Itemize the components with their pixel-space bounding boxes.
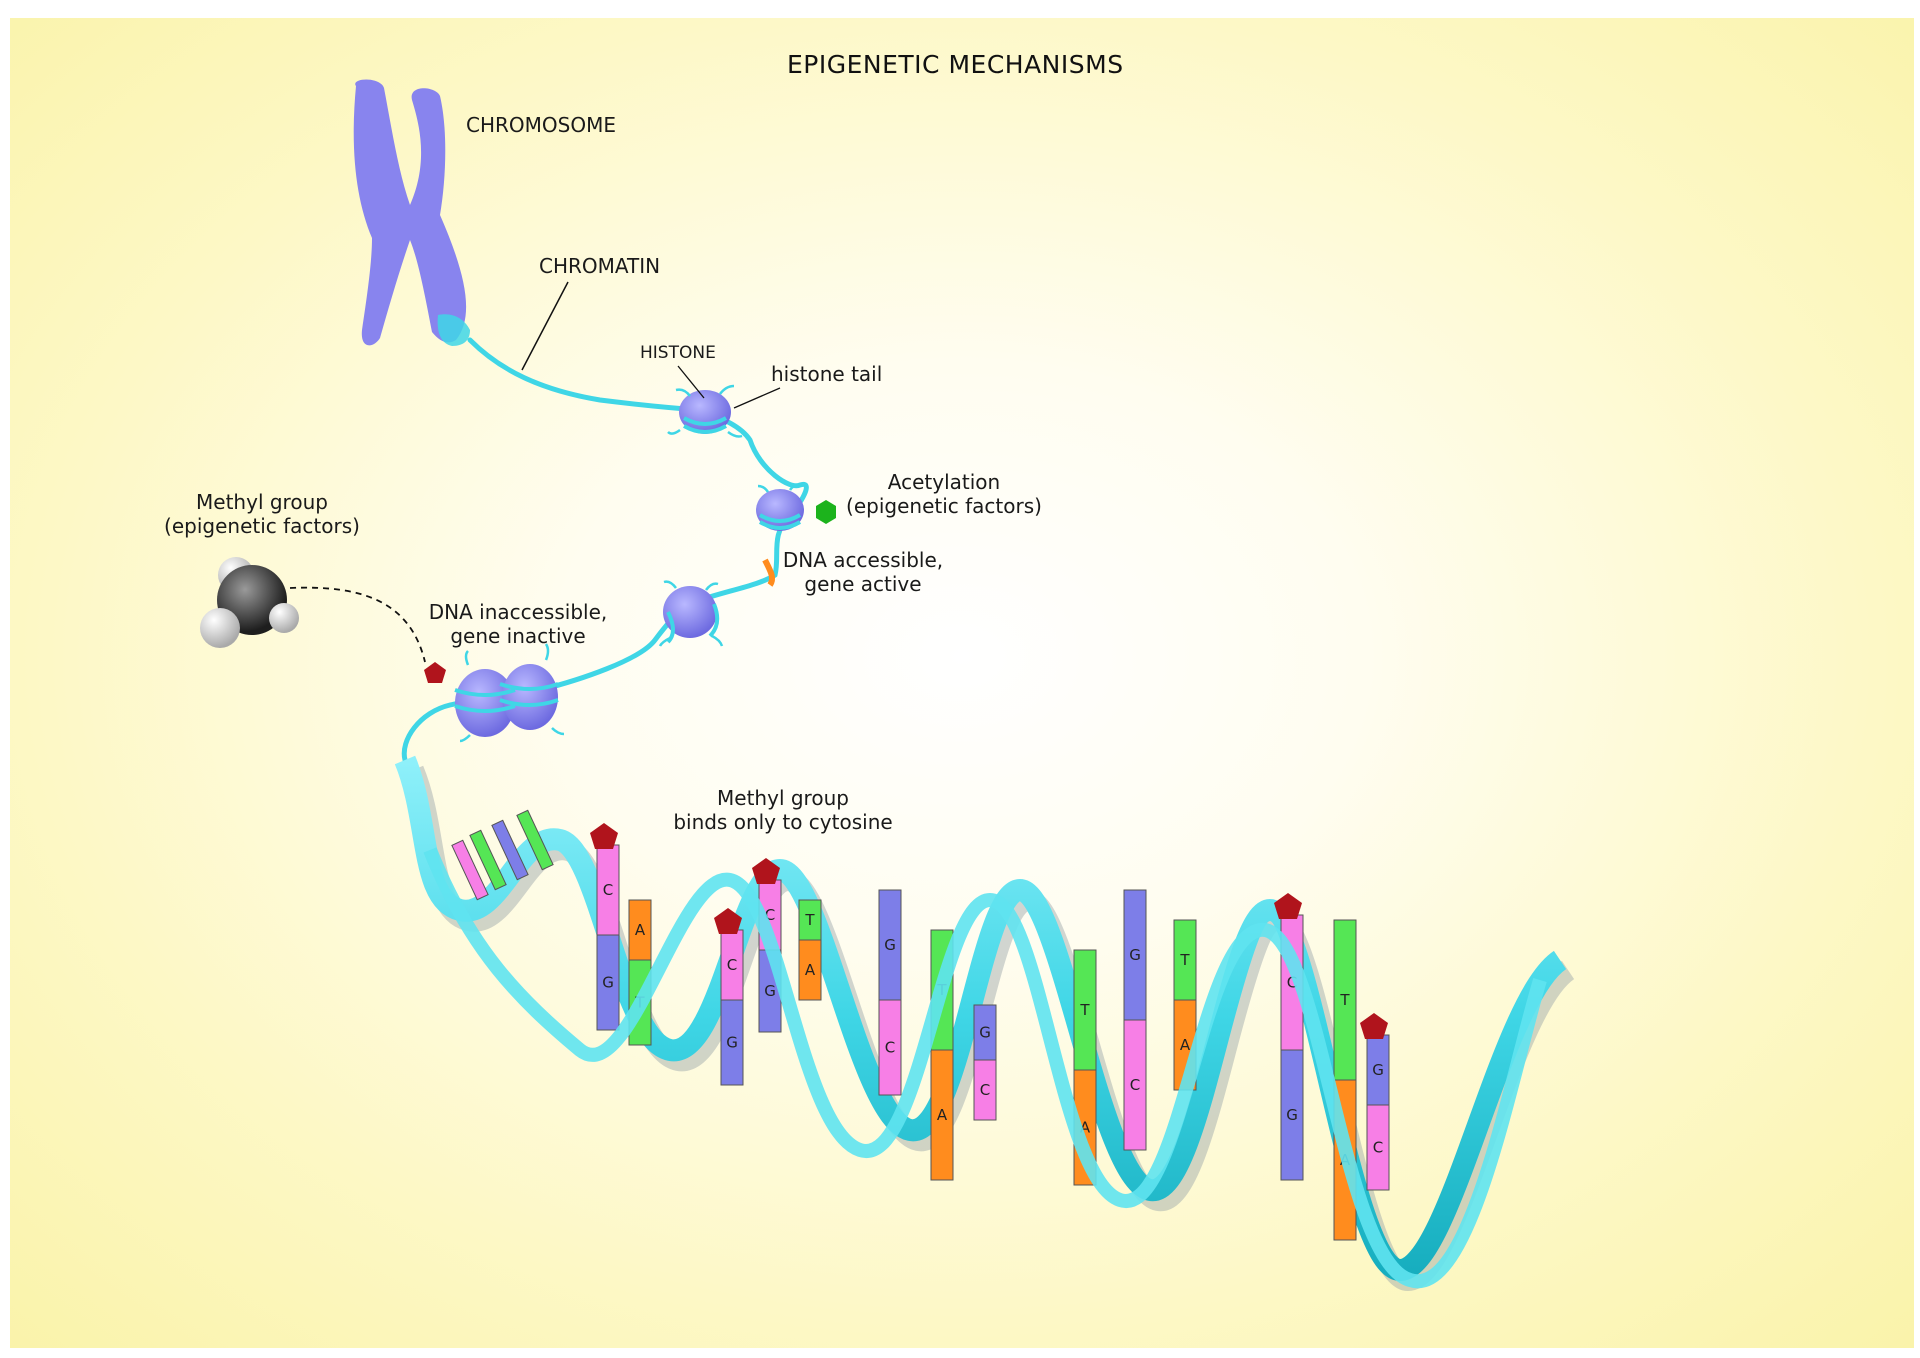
base-letter-bottom-2: G	[726, 1034, 738, 1052]
base-letter-top-13: G	[1372, 1061, 1384, 1079]
base-letter-bottom-13: C	[1373, 1139, 1383, 1157]
base-bottom-6	[930, 1049, 954, 1181]
base-small-2	[491, 819, 529, 881]
base-letter-top-3: C	[765, 906, 775, 924]
chromatin-pointer-line	[521, 281, 569, 371]
base-letter-bottom-6: A	[937, 1106, 948, 1124]
dna-inaccessible-label: DNA inaccessible, gene inactive	[428, 600, 608, 648]
base-letter-bottom-4: A	[805, 961, 816, 979]
methyl-molecule-icon	[200, 557, 299, 648]
chromatin-label: CHROMATIN	[539, 254, 661, 278]
histone-tail-label: histone tail	[771, 362, 883, 386]
base-letter-top-12: T	[1339, 991, 1350, 1009]
base-bottom-11	[1280, 1049, 1304, 1181]
base-letter-top-1: A	[635, 921, 646, 939]
base-letter-top-5: G	[884, 936, 896, 954]
base-letter-bottom-9: C	[1130, 1076, 1140, 1094]
base-small-0	[451, 839, 489, 901]
base-bottom-4	[798, 939, 822, 1001]
base-letter-top-11: C	[1287, 974, 1297, 992]
methyl-group-label: Methyl group (epigenetic factors)	[164, 490, 360, 538]
base-bottom-13	[1366, 1104, 1390, 1191]
base-bottom-9	[1123, 1019, 1147, 1151]
base-letter-bottom-7: C	[980, 1081, 990, 1099]
chromosome-label: CHROMOSOME	[466, 113, 616, 137]
histone-methylated-cluster	[454, 643, 565, 743]
base-bottom-2	[720, 999, 744, 1086]
base-letter-bottom-3: G	[764, 982, 776, 1000]
methyl-marker-icon	[424, 662, 446, 683]
base-letter-bottom-5: C	[885, 1039, 895, 1057]
base-letter-top-7: G	[979, 1024, 991, 1042]
base-letter-top-2: C	[727, 956, 737, 974]
methyl-dashed-line	[289, 586, 426, 663]
base-letter-bottom-8: A	[1080, 1119, 1091, 1137]
base-letter-top-9: G	[1129, 946, 1141, 964]
base-bottom-0	[596, 934, 620, 1031]
methyl-marker-icon-2	[714, 908, 742, 934]
base-letter-top-0: C	[603, 881, 613, 899]
histone-label: HISTONE	[640, 343, 716, 363]
chromosome-icon	[353, 79, 470, 346]
methyl-marker-icon-3	[752, 858, 780, 884]
helix-front-strand	[423, 847, 1547, 1289]
histone-icon-3	[658, 580, 724, 647]
base-letter-top-8: T	[1079, 1001, 1090, 1019]
base-small-1	[469, 829, 507, 891]
histone-icon	[667, 384, 743, 438]
base-letter-bottom-11: G	[1286, 1106, 1298, 1124]
base-bottom-7	[973, 1059, 997, 1121]
methyl-binds-label: Methyl group binds only to cytosine	[673, 786, 893, 834]
acetylation-label: Acetylation (epigenetic factors)	[846, 470, 1042, 518]
methyl-marker-icon-13	[1360, 1013, 1388, 1039]
methyl-marker-icon-11	[1274, 893, 1302, 919]
diagram-background	[10, 18, 1914, 1348]
base-small-3	[516, 809, 554, 871]
base-letter-bottom-10: A	[1180, 1036, 1191, 1054]
base-letter-top-4: T	[804, 911, 815, 929]
page-title: EPIGENETIC MECHANISMS	[787, 50, 1124, 79]
base-letter-top-10: T	[1179, 951, 1190, 969]
dna-accessible-label: DNA accessible, gene active	[782, 548, 944, 596]
base-letter-bottom-0: G	[602, 974, 614, 992]
methyl-marker-icon-0	[590, 823, 618, 849]
base-bottom-5	[878, 999, 902, 1096]
acetyl-group-icon	[816, 500, 836, 524]
histone-acetylated-icon	[756, 484, 804, 531]
